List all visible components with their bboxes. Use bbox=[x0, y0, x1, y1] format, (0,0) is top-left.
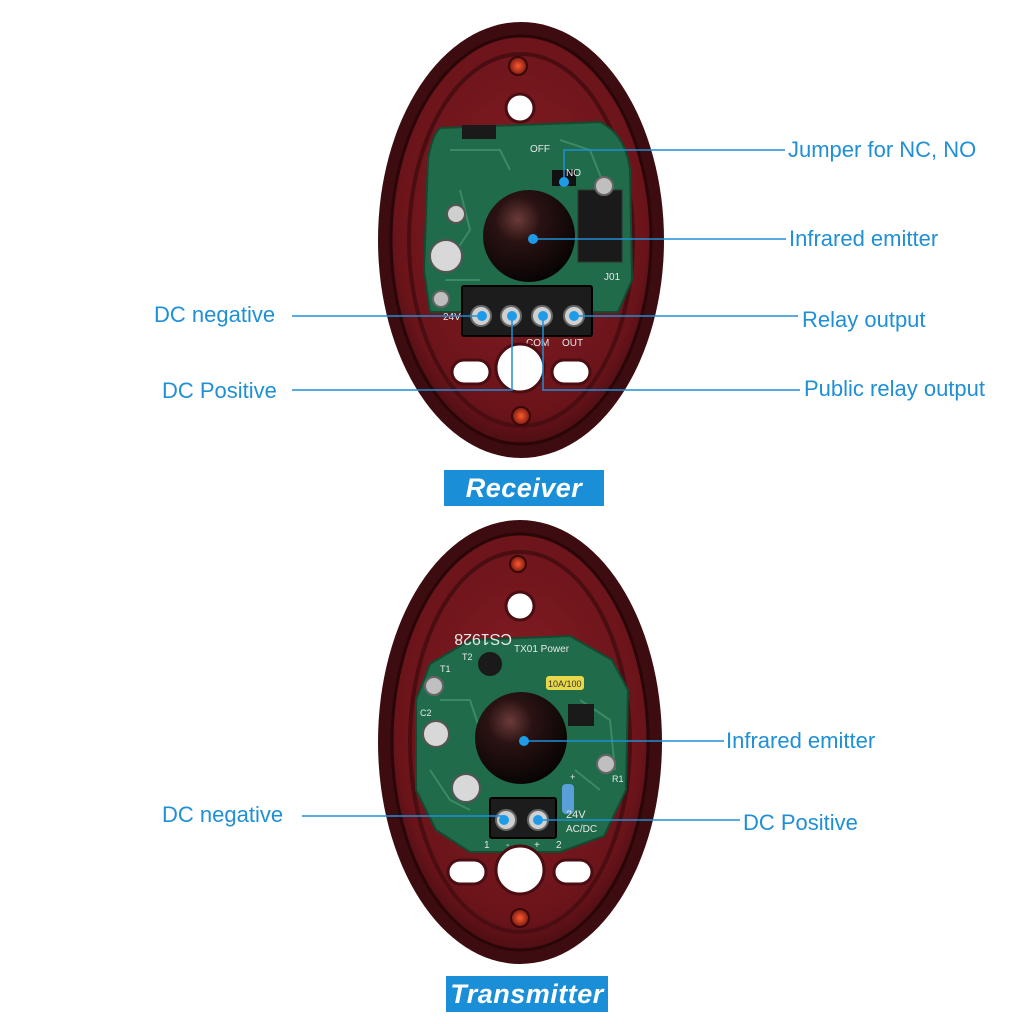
transmitter-silk-plus: + bbox=[534, 840, 540, 851]
dot-infrared-receiver bbox=[528, 234, 538, 244]
transmitter-bottom-led bbox=[510, 908, 530, 928]
dot-dc-negative-receiver bbox=[477, 311, 487, 321]
label-relay-output: Relay output bbox=[802, 307, 926, 332]
transmitter-silk-r1: + bbox=[570, 772, 575, 782]
transmitter-screw bbox=[424, 676, 444, 696]
transmitter-capacitor bbox=[422, 720, 450, 748]
receiver-top-led bbox=[508, 56, 528, 76]
receiver-relay bbox=[577, 189, 623, 263]
label-public-relay-output: Public relay output bbox=[804, 376, 985, 401]
transmitter-silk-cs1928: CS1928 bbox=[454, 630, 512, 647]
receiver-screw bbox=[594, 176, 614, 196]
dot-dc-negative-transmitter bbox=[499, 815, 509, 825]
receiver-silk-com: COM bbox=[526, 338, 549, 349]
transmitter-callout-lines bbox=[302, 740, 740, 821]
receiver-bottom-hole-center bbox=[494, 342, 546, 394]
receiver-silk-out: OUT bbox=[562, 338, 583, 349]
receiver-device: OFF NO J01 24V COM OUT bbox=[378, 22, 664, 458]
receiver-callout-lines bbox=[292, 149, 800, 391]
transmitter-chip bbox=[568, 704, 594, 726]
transmitter-callout-dots bbox=[499, 736, 543, 825]
transmitter-silk-t2: T2 bbox=[462, 652, 473, 662]
label-dc-positive-transmitter: DC Positive bbox=[743, 810, 858, 835]
transmitter-silk-24v: 24V bbox=[566, 809, 586, 821]
transmitter-silk-acdc: AC/DC bbox=[566, 824, 597, 835]
transmitter-silk-r2: R1 bbox=[612, 774, 624, 784]
label-dc-positive-receiver: DC Positive bbox=[162, 378, 277, 403]
receiver-silk-no: NO bbox=[566, 168, 581, 179]
receiver-bottom-slot-right bbox=[550, 358, 592, 386]
receiver-mount-hole-top bbox=[504, 92, 536, 124]
transmitter-silk-1: 1 bbox=[484, 840, 490, 851]
label-infrared-emitter-transmitter: Infrared emitter bbox=[726, 728, 876, 753]
label-dc-negative-receiver: DC negative bbox=[154, 302, 276, 327]
transmitter-mount-hole-top bbox=[504, 590, 536, 622]
transmitter-silk-tx01: TX01 Power bbox=[514, 644, 570, 655]
receiver-silk-24v: 24V bbox=[443, 312, 461, 323]
label-infrared-emitter-receiver: Infrared emitter bbox=[789, 226, 939, 251]
transmitter-transistor bbox=[478, 652, 502, 676]
transmitter-resistor-yellow bbox=[546, 676, 584, 690]
leader-jumper bbox=[563, 149, 785, 182]
transmitter-title-badge: Transmitter bbox=[446, 976, 608, 1012]
receiver-capacitor-small bbox=[446, 204, 466, 224]
receiver-screw-left bbox=[432, 290, 450, 308]
receiver-silk-j01: J01 bbox=[604, 272, 621, 283]
transmitter-silk-10a: 10A/100 bbox=[548, 679, 582, 689]
receiver-callout-dots bbox=[477, 177, 579, 321]
receiver-bottom-slot-left bbox=[450, 358, 492, 386]
dot-public-relay bbox=[538, 311, 548, 321]
transmitter-capacitor-2 bbox=[451, 773, 481, 803]
transmitter-bottom-slot-right bbox=[552, 858, 594, 886]
dot-relay-output bbox=[569, 311, 579, 321]
transmitter-top-led bbox=[509, 555, 527, 573]
receiver-bottom-led bbox=[511, 406, 531, 426]
label-jumper: Jumper for NC, NO bbox=[788, 137, 977, 162]
receiver-chip bbox=[462, 125, 496, 139]
transmitter-bottom-hole-center bbox=[494, 844, 546, 896]
receiver-terminal-block bbox=[461, 285, 593, 337]
transmitter-silk-t1: T1 bbox=[440, 664, 451, 674]
dot-dc-positive-receiver bbox=[507, 311, 517, 321]
transmitter-silk-c2: C2 bbox=[420, 708, 432, 718]
dot-dc-positive-transmitter bbox=[533, 815, 543, 825]
transmitter-housing-inner-rim bbox=[408, 550, 632, 934]
label-dc-negative-transmitter: DC negative bbox=[162, 802, 284, 827]
receiver-capacitor bbox=[429, 239, 463, 273]
dot-jumper bbox=[559, 177, 569, 187]
dot-infrared-transmitter bbox=[519, 736, 529, 746]
transmitter-bottom-slot-left bbox=[446, 858, 488, 886]
leader-dc-positive-receiver bbox=[292, 318, 513, 391]
transmitter-silk-minus: - bbox=[506, 840, 509, 851]
leader-public-relay bbox=[542, 318, 800, 391]
transmitter-silk-2: 2 bbox=[556, 840, 562, 851]
transmitter-screw-bottom bbox=[596, 754, 616, 774]
transmitter-blue-resistor bbox=[562, 784, 574, 814]
receiver-title-badge: Receiver bbox=[444, 470, 604, 506]
receiver-silk-off: OFF bbox=[530, 144, 550, 155]
